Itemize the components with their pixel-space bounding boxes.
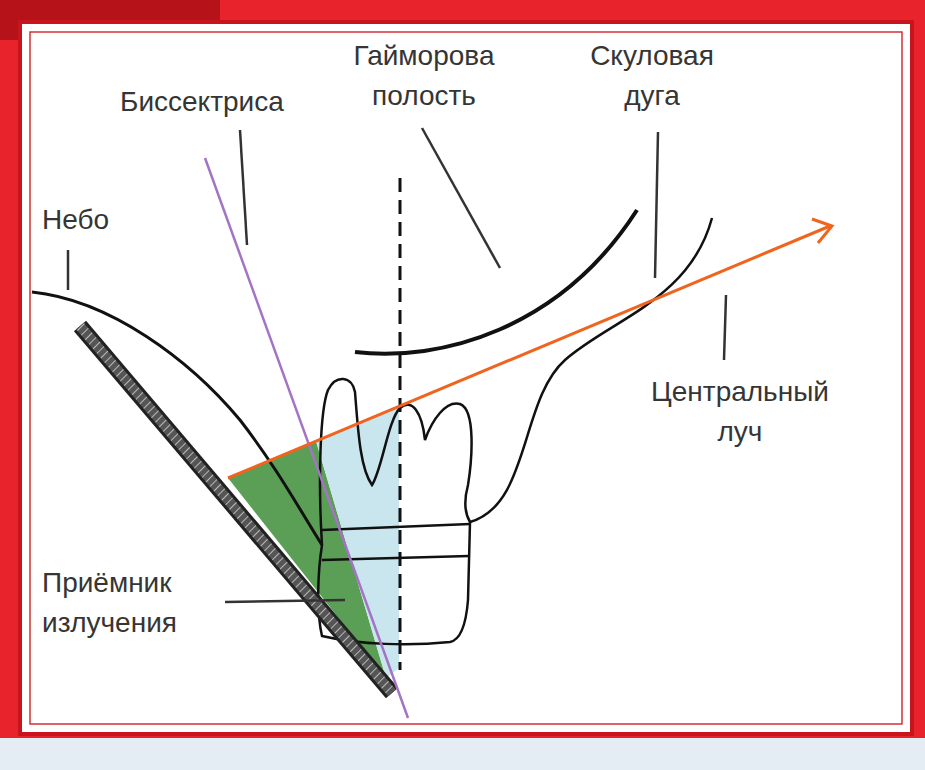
label-text: Приёмник излучения	[42, 563, 212, 643]
central-ray-arrowhead	[812, 219, 832, 243]
leader-line	[422, 128, 500, 268]
tooth-crown-line	[322, 556, 469, 560]
palate-label: Небо	[42, 200, 162, 240]
tooth-neck-line	[322, 524, 470, 530]
leader-line	[724, 295, 726, 360]
zygomatic-arch	[470, 218, 712, 522]
label-text: Биссектриса	[120, 82, 350, 122]
leader-line	[655, 132, 658, 278]
panel-inner-border	[30, 32, 902, 724]
bisector-label: Биссектриса	[120, 82, 350, 122]
tooth-axis	[399, 178, 402, 670]
receiver-label: Приёмник излучения	[42, 563, 212, 643]
leader-line	[225, 600, 345, 602]
label-text: Гайморова полость	[334, 36, 514, 116]
leader-line	[240, 130, 247, 245]
zygomatic-label: Скуловая дуга	[562, 36, 742, 116]
sinus-outline	[355, 210, 637, 354]
label-text: Скуловая дуга	[562, 36, 742, 116]
bottom-strip	[0, 738, 925, 770]
central-ray-label: Центральный луч	[630, 372, 850, 452]
label-text: Центральный луч	[630, 372, 850, 452]
bisector-line	[205, 158, 408, 718]
panel	[20, 22, 912, 734]
label-text: Небо	[42, 200, 162, 240]
leader-line	[67, 250, 70, 290]
sinus-label: Гайморова полость	[334, 36, 514, 116]
tooth-outline	[318, 379, 471, 644]
